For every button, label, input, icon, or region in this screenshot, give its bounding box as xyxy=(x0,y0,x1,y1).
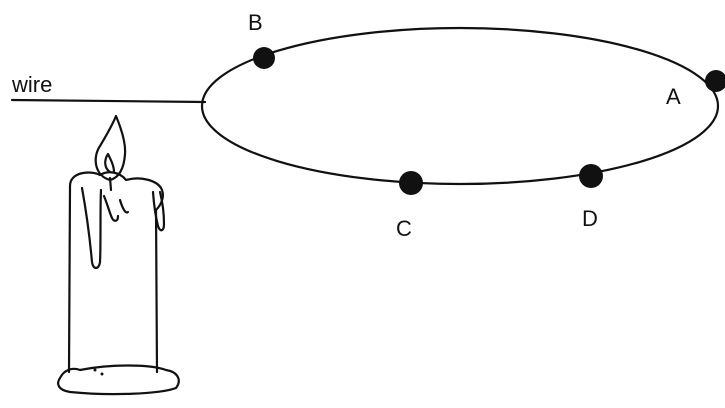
point-b-label: B xyxy=(248,10,263,35)
point-a-dot xyxy=(705,70,725,92)
point-d-label: D xyxy=(582,206,598,231)
point-a-label: A xyxy=(666,84,681,109)
flame-icon xyxy=(94,114,127,182)
point-d-dot xyxy=(579,164,603,188)
wire-line xyxy=(10,98,207,104)
candle-icon xyxy=(57,114,180,396)
wire-ring xyxy=(200,26,720,186)
point-b-dot xyxy=(253,47,275,69)
point-c-label: C xyxy=(396,216,412,241)
wire-label: wire xyxy=(11,72,52,97)
point-c-dot xyxy=(399,171,423,195)
